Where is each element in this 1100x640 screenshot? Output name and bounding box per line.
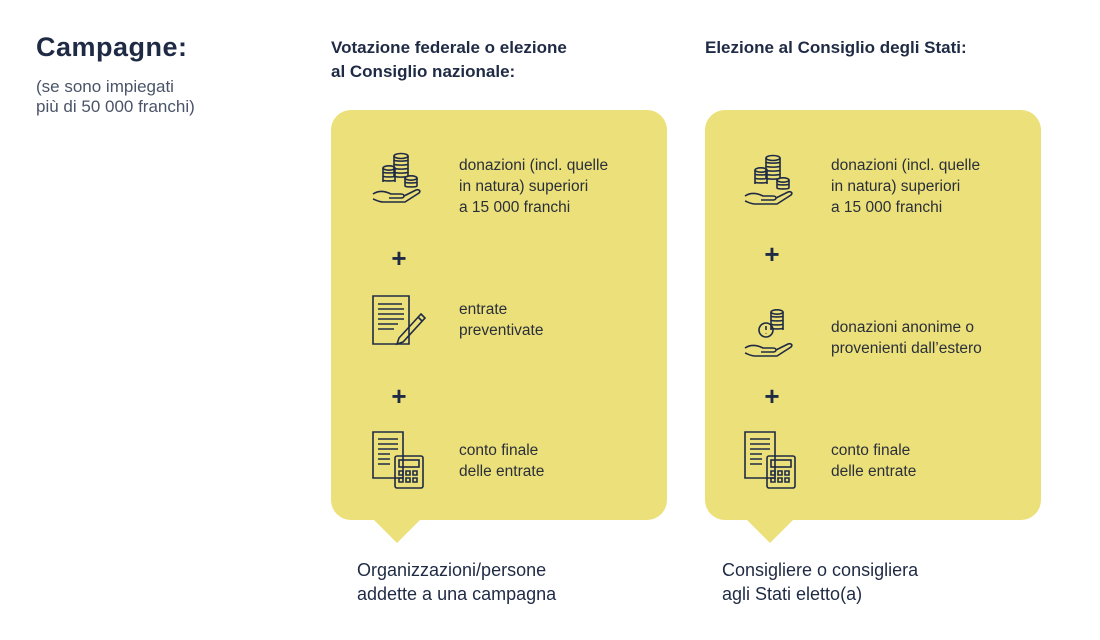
column-title-federal: Votazione federale o elezione al Consigl…: [331, 38, 567, 81]
item-text: donazioni (incl. quelle in natura) super…: [459, 157, 609, 216]
page-subtitle: (se sono impiegati più di 50 000 franchi…: [36, 77, 195, 116]
plus-operator: +: [764, 381, 780, 411]
document-calculator-icon: [741, 430, 801, 490]
recipient-label: Organizzazioni/persone addette a una cam…: [357, 560, 557, 604]
coins-hand-icon: [741, 150, 801, 210]
item-text: entrate preventivate: [459, 301, 544, 339]
item-text: donazioni (incl. quelle in natura) super…: [831, 157, 981, 216]
recipient-label: Consigliere o consigliera agli Stati ele…: [722, 560, 919, 604]
plus-operator: +: [391, 243, 407, 273]
coins-hand-icon: [369, 148, 429, 208]
speech-bubble-federal: [331, 110, 667, 520]
document-pencil-icon: [369, 292, 429, 352]
item-text: conto finale delle entrate: [831, 442, 917, 480]
plus-operator: +: [391, 381, 407, 411]
item-text: donazioni anonime o provenienti dall’est…: [831, 319, 982, 357]
column-title-states: Elezione al Consiglio degli Stati:: [705, 38, 967, 57]
document-calculator-icon: [369, 430, 429, 490]
plus-operator: +: [764, 239, 780, 269]
speech-bubble-tail: [373, 519, 421, 543]
page-title: Campagne:: [36, 32, 188, 62]
item-text: conto finale delle entrate: [459, 442, 545, 480]
speech-bubble-tail: [746, 519, 794, 543]
anonymous-coins-hand-icon: [741, 304, 801, 364]
